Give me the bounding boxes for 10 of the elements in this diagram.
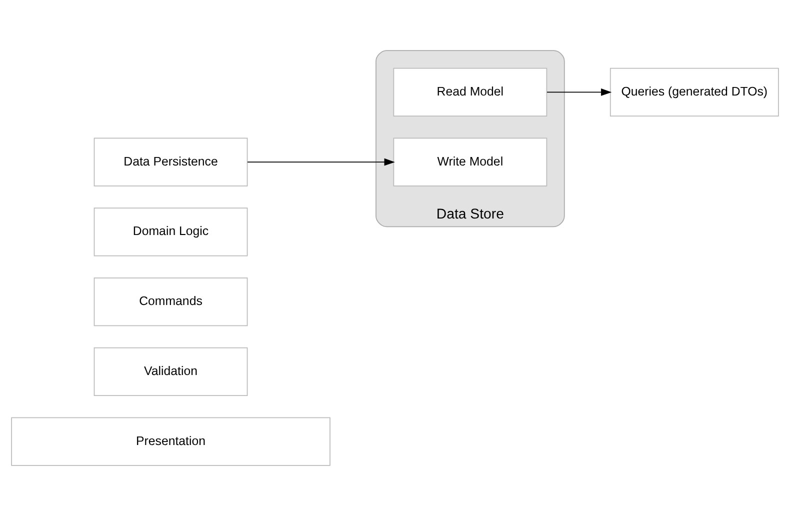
node-box: Commands [94,277,248,326]
node-box: Write Model [393,137,548,186]
arrow [247,158,395,166]
node-box: Presentation [11,416,330,466]
node-box: Validation [94,346,248,396]
node-box: Data Persistence [94,137,248,186]
node-box: Queries (generated DTOs) [610,67,779,116]
node-box: Domain Logic [94,207,248,256]
node-box: Read Model [393,67,548,116]
arrow [546,88,612,96]
